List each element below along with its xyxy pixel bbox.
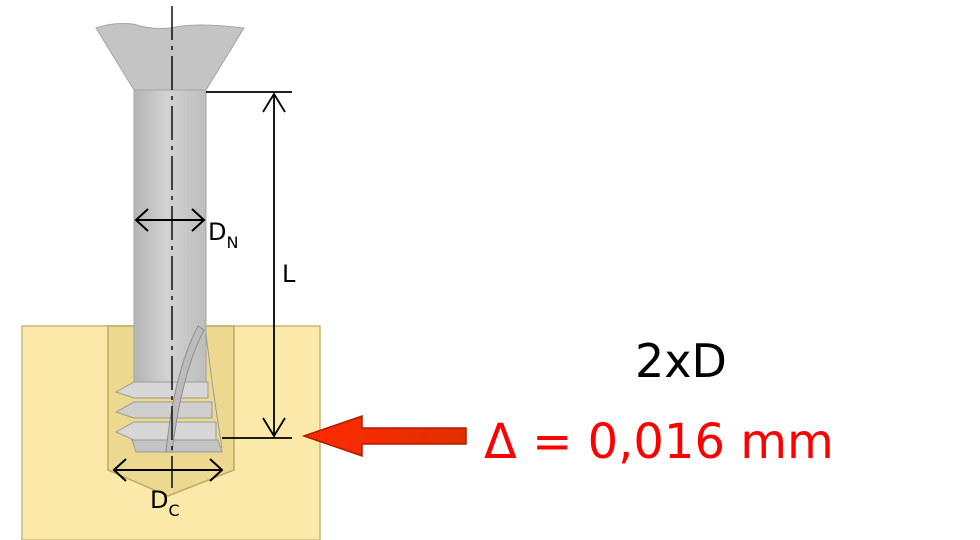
length-label: L — [282, 260, 296, 288]
red-pointer-arrow — [301, 414, 467, 458]
delta-label: Δ = 0,016 mm — [484, 414, 834, 470]
cutting-diameter-label: DC — [150, 486, 180, 520]
neck-diameter-dimension — [134, 208, 206, 232]
length-dimension — [206, 91, 292, 439]
ratio-label: 2xD — [635, 334, 727, 388]
tool-head — [95, 23, 245, 91]
tool-cutting-teeth — [114, 325, 223, 453]
neck-diameter-label: DN — [208, 218, 238, 252]
cutting-diameter-dimension — [112, 458, 224, 482]
